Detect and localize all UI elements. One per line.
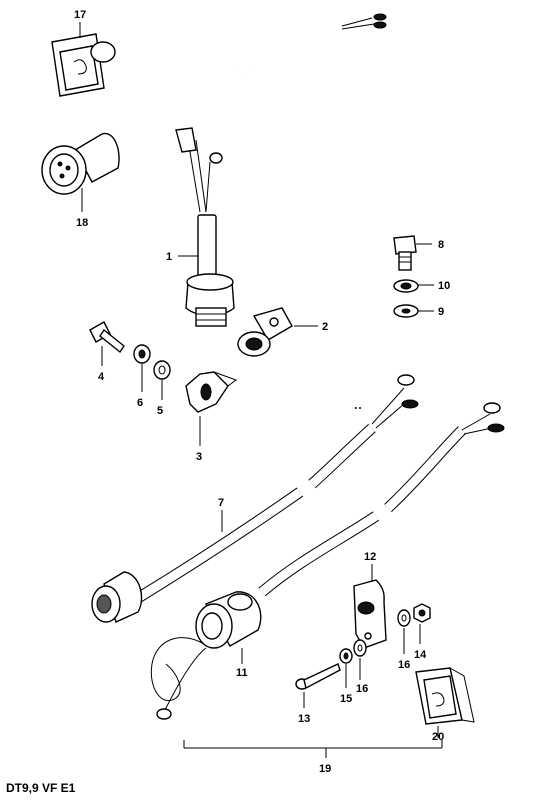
callout-16-left: 16 [356,683,368,695]
callout-13: 13 [298,713,310,725]
group-19-bracket [183,740,443,758]
callout-15: 15 [340,693,352,705]
callout-4: 4 [98,371,105,383]
part-15-washer [339,648,353,688]
diagram-caption: DT9,9 VF E1 [6,781,76,795]
part-11-harness [150,402,505,720]
callout-17: 17 [74,9,86,21]
part-13-screw [295,663,341,708]
callout-11: 11 [236,667,248,679]
part-9-washer [393,304,434,318]
callout-6: 6 [137,397,143,409]
part-8-bolt [393,235,432,271]
speck [359,407,361,409]
callout-12: 12 [364,551,376,563]
part-3-bracket [185,371,238,446]
callout-18: 18 [76,217,88,229]
callout-8: 8 [438,239,444,251]
callout-2: 2 [322,321,328,333]
part-16-washer-right [397,609,411,654]
callout-14: 14 [414,649,427,661]
speck [355,407,357,409]
part-17-grommet [51,22,116,97]
callout-9: 9 [438,306,444,318]
part-12-plate [353,564,387,649]
callout-19: 19 [319,763,331,775]
callout-5: 5 [157,405,163,417]
part-14-nut [413,603,431,644]
callout-1: 1 [166,251,172,263]
part-16-washer-left [353,639,367,680]
part-1-switch [175,127,235,327]
callout-3: 3 [196,451,202,463]
part-6-washer [133,344,151,392]
part-20-grommet [415,666,475,738]
callout-10: 10 [438,280,450,292]
part-5-washer [153,360,171,400]
callout-20: 20 [432,731,444,743]
part-7-harness [91,374,419,623]
part-10-washer [393,279,434,293]
part-18-harness [41,13,387,212]
part-4-bolt [89,321,125,366]
part-2-clamp [237,307,318,357]
callout-16-right: 16 [398,659,410,671]
callout-7: 7 [218,497,224,509]
